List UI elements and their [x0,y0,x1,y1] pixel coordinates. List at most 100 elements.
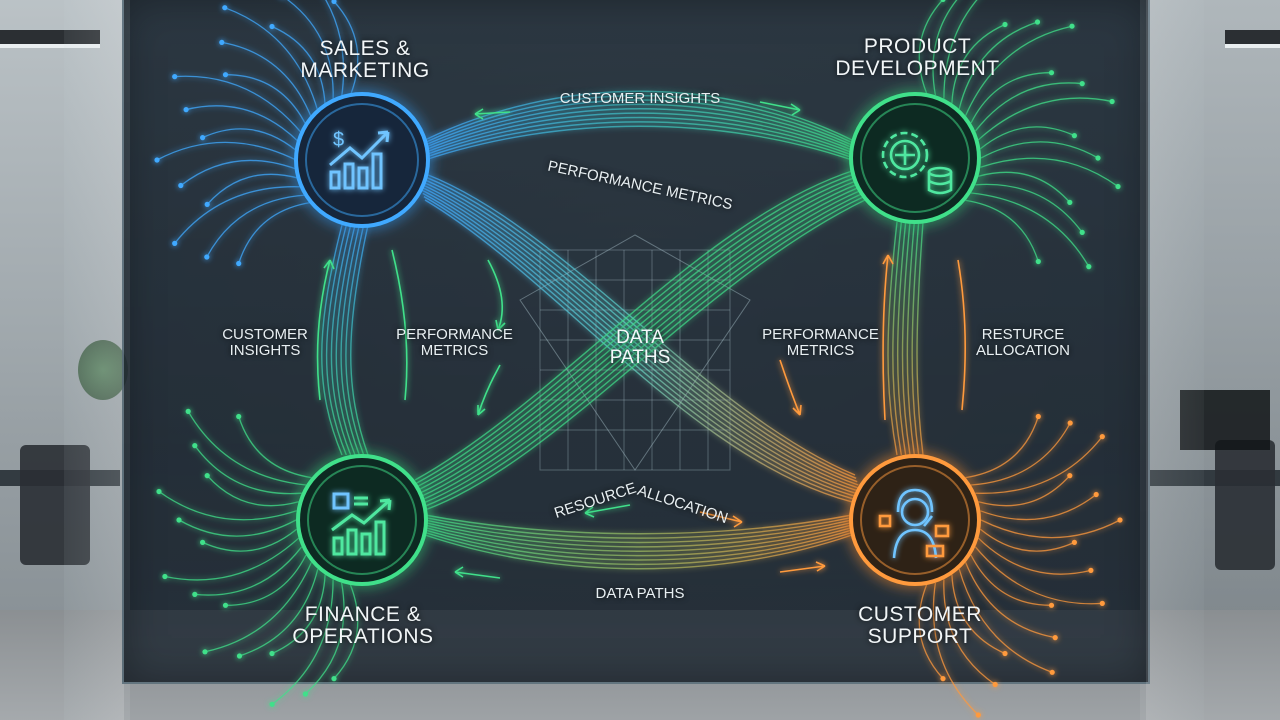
link-sales-product [424,94,853,144]
tendril-node [1035,258,1041,265]
monitor [1180,390,1270,450]
chat-box [878,514,892,528]
glass-panel [122,0,1150,684]
link-sales-product [424,125,853,161]
tendril-node [1048,602,1055,608]
laptop [925,544,945,558]
node-support[interactable] [849,454,981,586]
tendril [980,519,1121,539]
tendril-node [1093,491,1099,498]
link-sales-support [418,179,859,486]
link-sales-support [420,186,861,493]
node-title-support: CUSTOMER SUPPORT [858,603,982,649]
tendril-node [1115,183,1121,190]
gear-inner [889,139,921,171]
tendril [178,519,297,537]
node-product[interactable] [849,92,981,224]
node-inner-ring [305,103,419,217]
bar [343,162,355,190]
edge-label-right-outer: RESTURCE ALLOCATION [976,326,1070,359]
tendril-node [1035,413,1041,420]
dollar-sign: $ [333,129,344,151]
tendril-node [975,712,981,718]
node-ring [294,92,430,228]
link-finance-product [415,172,857,484]
tendril-node [183,107,189,113]
tendril [224,7,319,112]
arrow-left [584,504,631,518]
tendril-node [302,691,308,697]
tendril-node [1052,635,1058,641]
link-sales-finance [325,224,348,456]
tendril [187,411,307,486]
tendril [932,0,958,96]
gear-outer [881,131,929,179]
node-sales[interactable] [294,92,430,228]
glass-edge [1146,0,1204,720]
link-sales-product [424,108,853,151]
link-finance-product [420,186,861,498]
tendril [974,82,1083,132]
ceiling-light [0,30,100,48]
bar [360,532,372,556]
link-finance-product [414,169,856,481]
tendril-node [1109,98,1115,105]
tendril-node [178,182,184,189]
tendril-node [162,573,168,580]
tendril-node [202,649,208,655]
tendril [271,574,326,655]
node-ring [849,454,981,586]
tendril-node [1067,199,1073,205]
link-product-support [906,221,916,456]
tendril [238,201,312,264]
tendril-node [1049,669,1055,675]
tendril [965,199,1039,262]
tendril-node [1067,420,1073,426]
link-finance-support [424,516,853,539]
bar [346,528,358,556]
tendril [958,568,1053,673]
tendril-node [1086,264,1092,270]
link-finance-product [424,199,866,511]
tendril [185,105,300,143]
arrow-up [316,259,335,401]
tendril [918,0,944,94]
agent-body [892,528,938,559]
tendril [164,537,300,581]
tendril [271,579,334,705]
tendril [918,584,944,680]
tendril-node [172,240,178,246]
link-sales-product [424,116,853,156]
node-title-product: PRODUCT DEVELOPMENT [835,35,1000,81]
tendril [932,582,979,716]
center-label: DATA PATHS [609,327,671,368]
bar [371,152,383,190]
tendril [974,546,1103,605]
arrow-down [487,259,506,331]
trend-arrow [329,130,390,167]
finance-chart-icon [331,492,392,556]
tendril-node [1079,229,1085,235]
link-sales-support [421,189,862,496]
link-sales-finance [335,224,356,456]
node-inner-ring [860,103,970,213]
tendril-node [222,72,229,78]
tendril [202,528,298,552]
tendril-node [204,201,210,207]
tendril [206,194,307,258]
tendril-node [204,254,210,260]
link-product-support [901,221,911,456]
grid-frame [539,249,731,471]
gear-cross [895,145,915,165]
arrow-left [454,566,501,579]
sales-chart-icon: $ [329,129,390,190]
tendril [977,537,1092,575]
tendril [964,562,1056,639]
node-title-finance: FINANCE & OPERATIONS [292,603,434,649]
headset-agent-icon [878,488,950,559]
tendril-node [1069,23,1075,29]
link-finance-support [424,514,853,535]
tendril-node [222,5,228,11]
tendril [978,171,1071,203]
tendril [174,186,302,244]
